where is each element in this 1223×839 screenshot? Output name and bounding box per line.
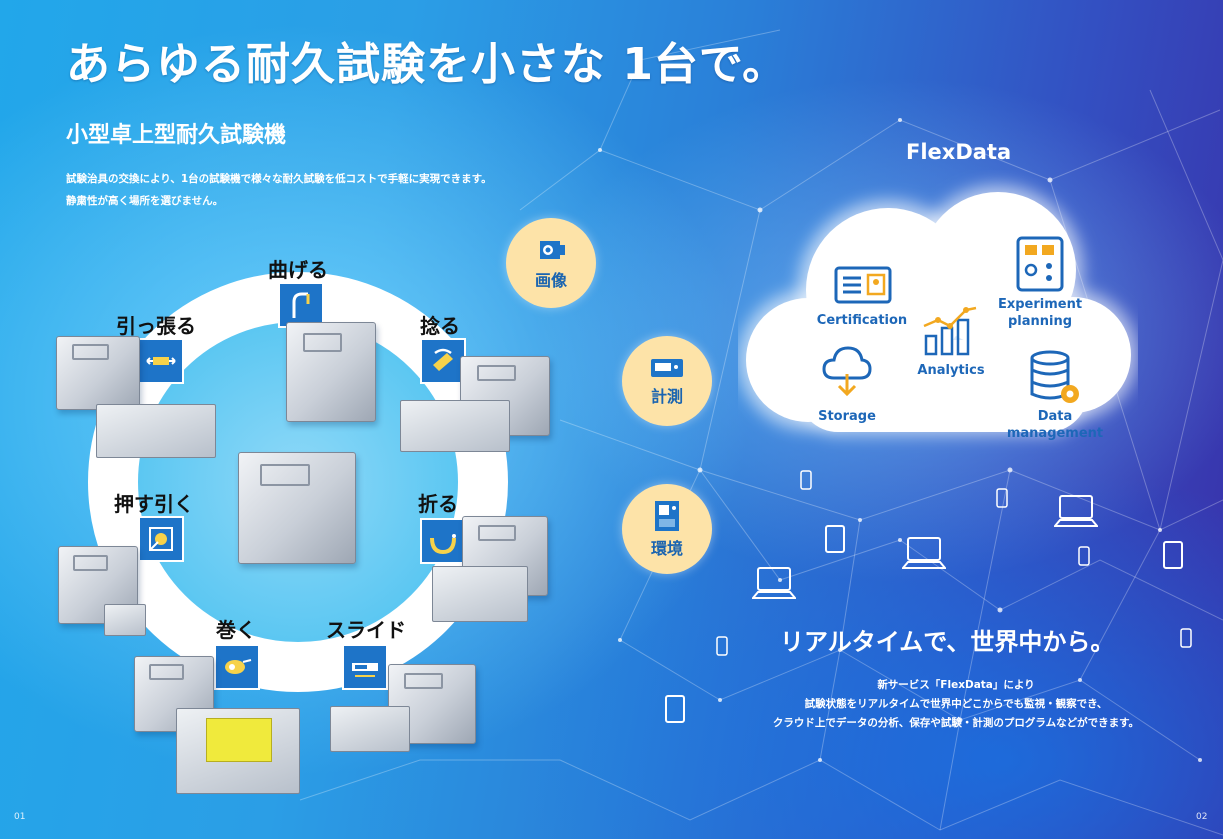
- tablet-icon: [1163, 541, 1183, 569]
- test-mode-label-bend: 曲げる: [268, 258, 328, 282]
- feature-measurement: 計測: [622, 336, 712, 426]
- cloud-label-certification: Certification: [816, 313, 908, 328]
- tensile-machine: [56, 336, 140, 410]
- push-pull-icon: [138, 516, 184, 562]
- feature-label: 環境: [650, 539, 683, 558]
- cloud-label-analytics: Analytics: [917, 363, 985, 378]
- slide-rig: [330, 706, 410, 752]
- tablet-icon: [665, 695, 685, 723]
- test-mode-label-tensile: 引っ張る: [116, 314, 196, 338]
- laptop-icon: [1054, 495, 1098, 527]
- cloud-shape: [738, 185, 1138, 435]
- meter-icon: [651, 359, 683, 377]
- description-line: 試験治具の交換により、1台の試験機で様々な耐久試験を低コストで手軽に実現できます…: [66, 173, 492, 185]
- flexdata-description-line: 新サービス「FlexData」により: [877, 679, 1035, 691]
- feature-image: 画像: [506, 218, 596, 308]
- cloud-label-storage: Storage: [818, 409, 876, 424]
- feature-environment: 環境: [622, 484, 712, 574]
- center-machine: [238, 452, 356, 564]
- certificate-icon: [834, 266, 892, 304]
- analytics-icon: [923, 306, 977, 356]
- control-panel-icon: [1016, 236, 1064, 292]
- laptop-icon: [902, 537, 946, 569]
- product-description: 試験治具の交換により、1台の試験機で様々な耐久試験を低コストで手軽に実現できます…: [66, 168, 492, 212]
- flexdata-tagline: リアルタイムで、世界中から。: [780, 628, 1115, 656]
- cloud-label-experiment-planning: Experiment planning: [984, 296, 1096, 330]
- roll-icon: [214, 644, 260, 690]
- description-line: 静粛性が高く場所を選びません。: [66, 195, 224, 207]
- database-gear-icon: [1030, 350, 1079, 403]
- flexdata-description-line: クラウド上でデータの分析、保存や試験・計測のプログラムなどができます。: [772, 717, 1140, 729]
- flexdata-title: FlexData: [906, 140, 1012, 164]
- page-headline: あらゆる耐久試験を小さな 1台で。: [66, 39, 788, 90]
- slide-icon: [342, 644, 388, 690]
- smartphone-icon: [1180, 628, 1192, 648]
- twist-rig: [400, 400, 510, 452]
- test-mode-label-slide: スライド: [326, 618, 406, 642]
- smartphone-icon: [1078, 546, 1090, 566]
- page-number-right: 02: [1196, 812, 1208, 822]
- test-mode-label-fold: 折る: [418, 492, 458, 516]
- laptop-icon: [752, 567, 796, 599]
- cloud-label-data-management: Data management: [1006, 409, 1104, 441]
- chamber-icon: [655, 501, 679, 531]
- roll-film: [206, 718, 272, 762]
- flexdata-description: 新サービス「FlexData」により 試験状態をリアルタイムで世界中どこからでも…: [740, 676, 1172, 733]
- page-number-left: 01: [14, 812, 26, 822]
- smartphone-icon: [996, 488, 1008, 508]
- tablet-icon: [825, 525, 845, 553]
- cloud-storage-icon: [822, 346, 872, 397]
- tensile-rig: [96, 404, 216, 458]
- smartphone-icon: [716, 636, 728, 656]
- test-mode-label-push-pull: 押す引く: [114, 492, 194, 516]
- camera-icon: [540, 241, 565, 259]
- test-mode-label-twist: 捻る: [420, 314, 460, 338]
- product-subtitle: 小型卓上型耐久試験機: [66, 123, 287, 148]
- flexdata-description-line: 試験状態をリアルタイムで世界中どこからでも監視・観察でき、: [804, 698, 1108, 710]
- experiment-planning-text: Experiment planning: [997, 297, 1083, 329]
- bend-machine: [286, 322, 376, 422]
- fold-rig: [432, 566, 528, 622]
- test-mode-label-roll: 巻く: [216, 618, 256, 642]
- smartphone-icon: [800, 470, 812, 490]
- feature-label: 計測: [650, 387, 683, 406]
- fold-icon: [420, 518, 466, 564]
- tensile-icon: [138, 338, 184, 384]
- twist-icon: [420, 338, 466, 384]
- feature-label: 画像: [534, 271, 567, 290]
- push-pull-rig: [104, 604, 146, 636]
